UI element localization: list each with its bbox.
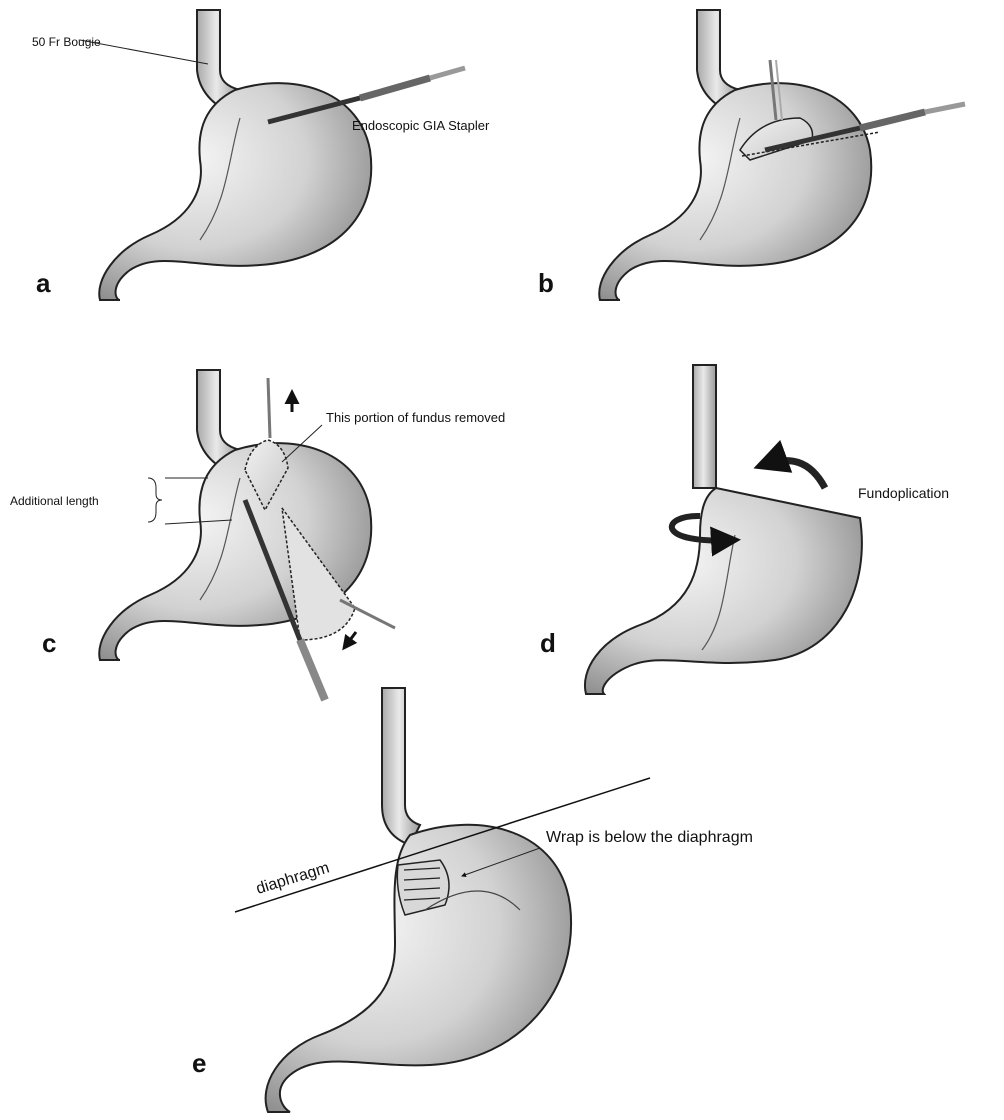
panel-a: 50 Fr Bougie Endoscopic GIA Stapler a bbox=[32, 10, 490, 300]
panel-d: Fundoplication d bbox=[540, 365, 949, 694]
fundus-label: This portion of fundus removed bbox=[326, 410, 505, 425]
stapler-label: Endoscopic GIA Stapler bbox=[352, 118, 490, 133]
panel-label-d: d bbox=[540, 628, 556, 658]
additional-length-label: Additional length bbox=[10, 494, 99, 508]
panel-label-c: c bbox=[42, 628, 56, 658]
bougie-label: 50 Fr Bougie bbox=[32, 35, 101, 49]
panel-c: This portion of fundus removed Additiona… bbox=[10, 370, 505, 700]
diaphragm-label: diaphragm bbox=[254, 859, 331, 897]
arrow-down-icon bbox=[344, 632, 356, 648]
wrap-label: Wrap is below the diaphragm bbox=[546, 829, 753, 846]
panel-label-b: b bbox=[538, 268, 554, 298]
panel-e: diaphragm Wrap is below the diaphragm e bbox=[192, 688, 753, 1112]
panel-label-a: a bbox=[36, 268, 51, 298]
panel-b: b bbox=[538, 10, 965, 300]
fundoplication-label: Fundoplication bbox=[858, 485, 949, 501]
panel-label-e: e bbox=[192, 1048, 206, 1078]
